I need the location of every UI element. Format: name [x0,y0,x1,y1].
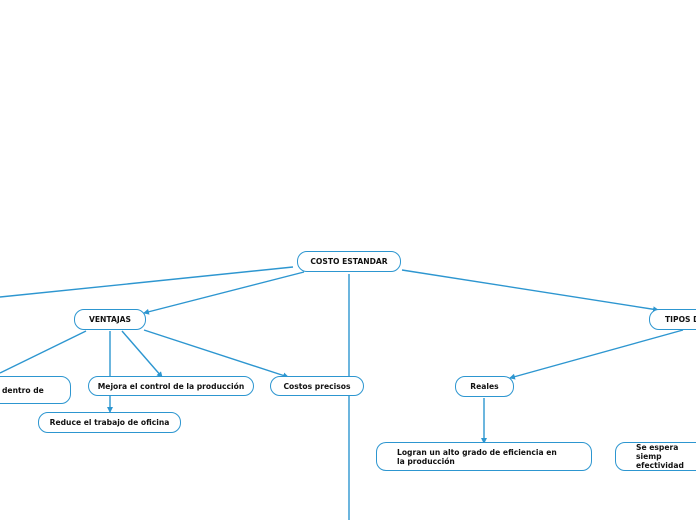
node-tipos[interactable]: TIPOS D [649,309,696,330]
node-logran[interactable]: Logran un alto grado de eficiencia en la… [376,442,592,471]
node-mejora-control-label: Mejora el control de la producción [97,381,245,391]
node-costos-precisos[interactable]: Costos precisos [270,376,364,396]
node-ventajas-label: VENTAJAS [88,315,132,324]
node-se-espera-label: Se espera siemp efectividad [636,443,684,470]
node-mejora-control[interactable]: Mejora el control de la producción [88,376,254,396]
edge-root-tipos [401,269,659,313]
node-reduce-trabajo-label: Reduce el trabajo de oficina [49,418,170,427]
node-reales-label: Reales [470,382,499,391]
edge-ventajas-costos [143,329,289,379]
node-logran-label: Logran un alto grado de eficiencia en la… [397,447,557,466]
node-tipos-label: TIPOS D [665,315,696,324]
node-costo-estandar-label: COSTO ESTANDAR [310,257,388,266]
node-costos-precisos-label: Costos precisos [283,381,351,391]
node-dentro-de-label: dentro de [2,385,44,395]
node-reduce-trabajo[interactable]: Reduce el trabajo de oficina [38,412,181,433]
edge-root-ventajas [143,271,305,315]
node-costo-estandar[interactable]: COSTO ESTANDAR [297,251,401,272]
node-se-espera[interactable]: Se espera siemp efectividad [615,442,696,471]
edge-root-left [0,266,294,298]
edge-tipos-reales [509,329,684,380]
edge-ventajas-dentro [0,330,87,374]
node-ventajas[interactable]: VENTAJAS [74,309,146,330]
node-dentro-de[interactable]: dentro de [0,376,71,404]
node-reales[interactable]: Reales [455,376,514,397]
edge-ventajas-mejora-2 [121,330,163,378]
